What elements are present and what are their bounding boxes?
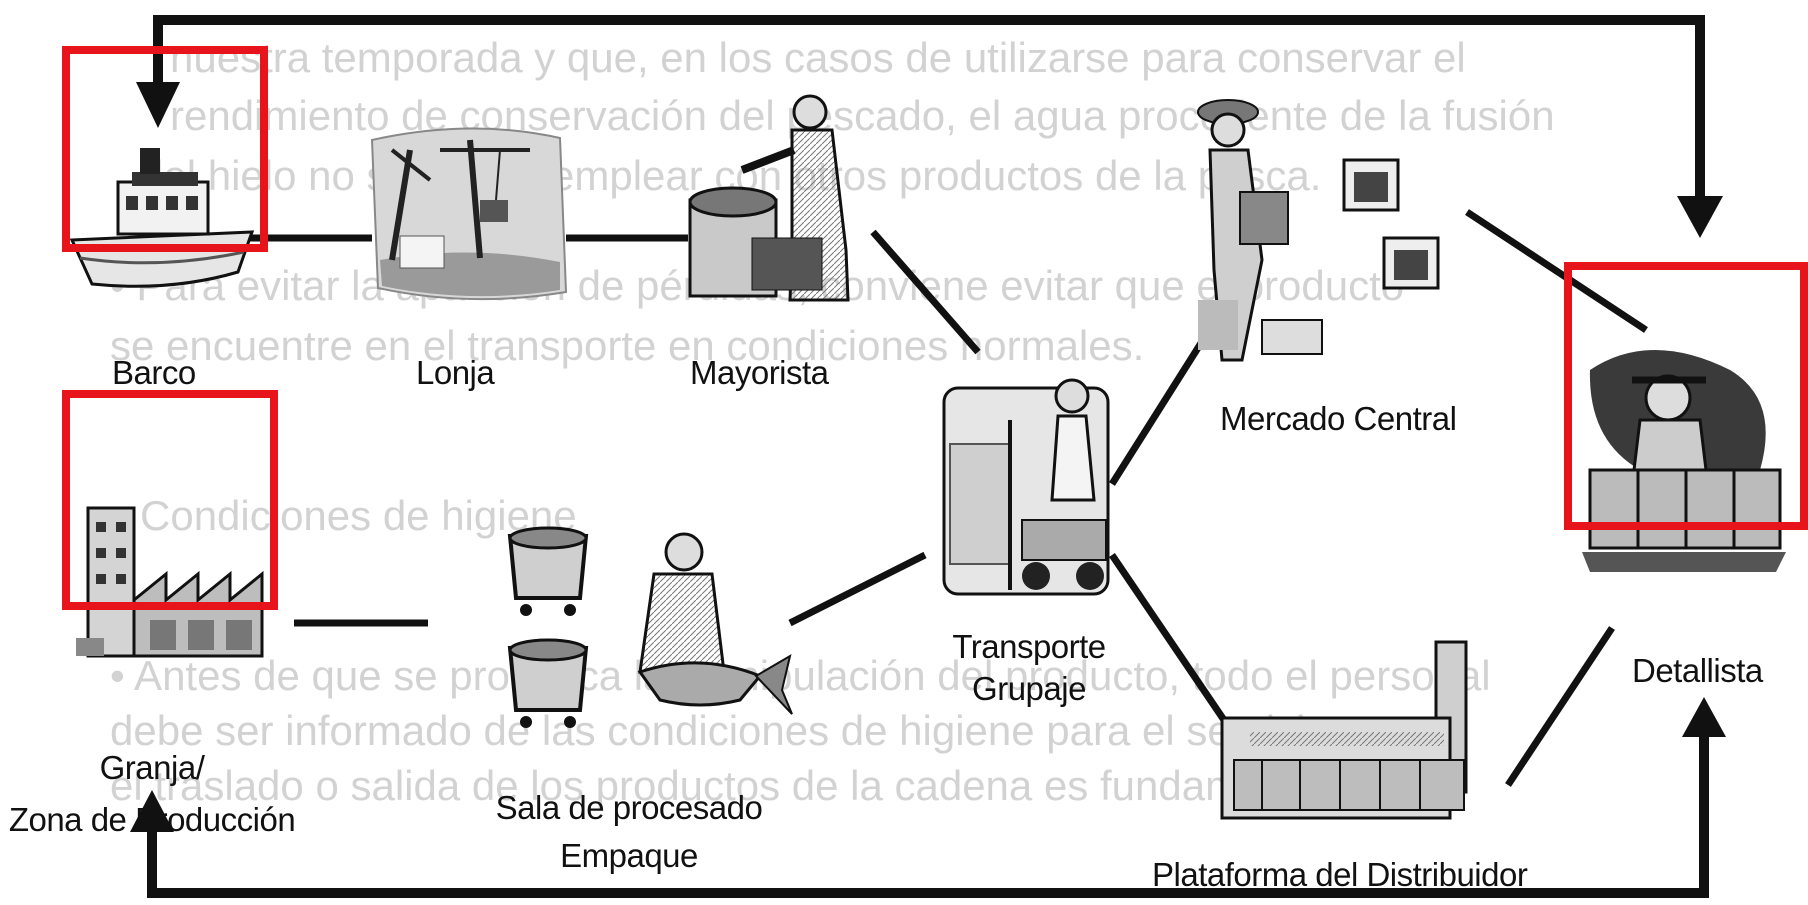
crates-icon <box>1342 158 1440 290</box>
svg-text:debe ser informado de las cond: debe ser informado de las condiciones de… <box>110 707 1340 754</box>
transporte-label-line2: Grupaje <box>972 670 1086 707</box>
mayorista-label: Mayorista <box>690 354 829 391</box>
forklift-worker-icon <box>942 378 1110 596</box>
distribution-warehouse-icon <box>1220 640 1468 820</box>
detallista-highlight-box <box>1564 262 1808 530</box>
harbor-crane-icon <box>370 127 568 301</box>
granja-label-line1: Granja/ <box>99 749 205 786</box>
fish-bins-icon <box>507 526 589 728</box>
svg-text:• Antes de que se produzca la: • Antes de que se produzca la manipulaci… <box>110 652 1491 699</box>
svg-text:nuestra temporada y que, en lo: nuestra temporada y que, en los casos de… <box>170 34 1466 81</box>
svg-text:Condiciones de higiene: Condiciones de higiene <box>140 492 577 539</box>
mercado-central-label: Mercado Central <box>1220 400 1457 437</box>
fishmonger-icon <box>688 94 850 302</box>
granja-highlight-box <box>62 390 278 610</box>
detallista-label: Detallista <box>1632 652 1763 689</box>
factory-icon <box>76 506 264 658</box>
fish-cutter-icon <box>637 532 793 715</box>
sala-procesado-label-line1: Sala de procesado <box>495 789 763 826</box>
barco-highlight-box <box>62 46 268 252</box>
svg-text:se encuentre en el transporte: se encuentre en el transporte en condici… <box>110 322 1144 369</box>
granja-label: Granja/ Zona de Producción <box>6 742 298 846</box>
flow-connectors <box>248 209 1648 787</box>
svg-text:el traslado o salida de los pr: el traslado o salida de los productos de… <box>110 762 1343 809</box>
market-stall-icon <box>1582 350 1786 572</box>
bottom-flow-arrow <box>130 697 1726 898</box>
granja-label-line2: Zona de Producción <box>8 801 296 838</box>
svg-text:rendimiento de conservación de: rendimiento de conservación del pescado,… <box>170 92 1555 139</box>
sala-procesado-label-line2: Empaque <box>560 837 698 874</box>
transporte-label: Transporte Grupaje <box>924 626 1134 710</box>
transporte-label-line1: Transporte <box>952 628 1106 665</box>
sala-procesado-label: Sala de procesado Empaque <box>464 784 794 880</box>
market-woman-icon <box>1197 99 1323 362</box>
lonja-label: Lonja <box>416 354 495 391</box>
barco-label: Barco <box>112 354 196 391</box>
plataforma-label: Plataforma del Distribuidor <box>1152 856 1528 893</box>
